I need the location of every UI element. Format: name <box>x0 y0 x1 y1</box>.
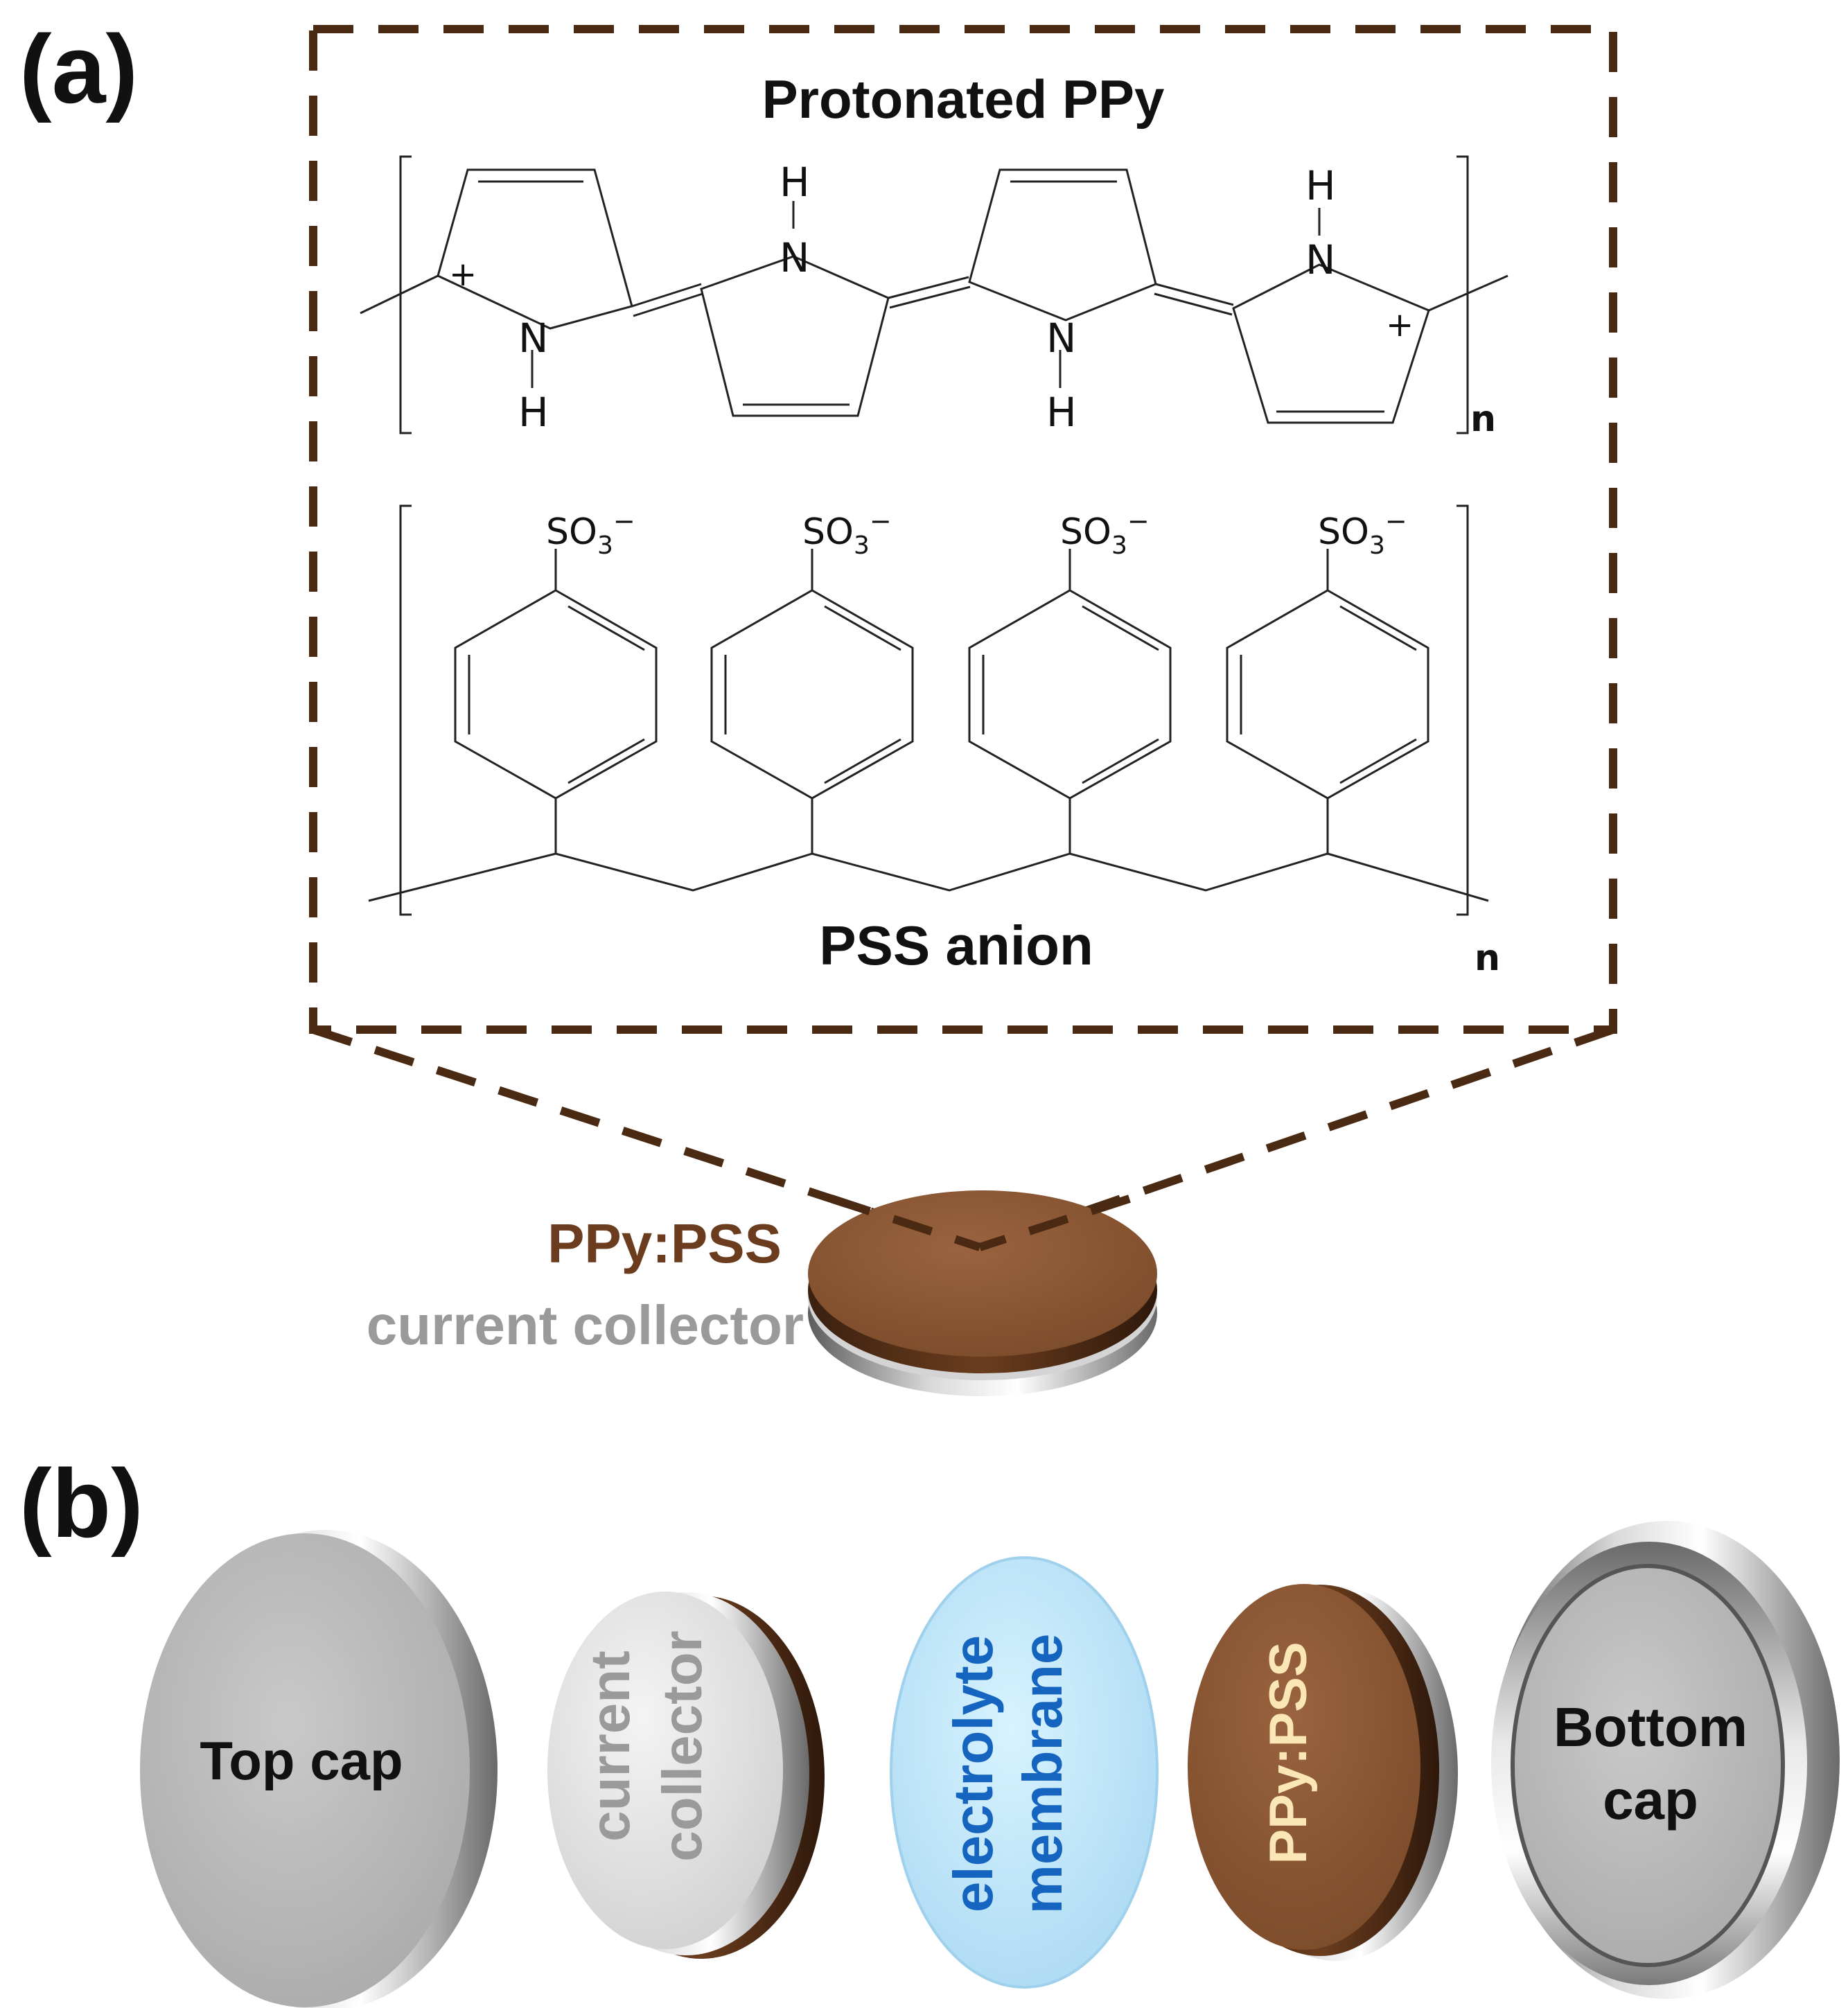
bottom-cap <box>1491 1521 1840 1999</box>
pss-so3-3: SO3− <box>1060 506 1150 560</box>
pss-ring-2 <box>710 549 914 800</box>
pss-so3-labels: SO3− SO3− SO3− SO3− n <box>546 506 1500 979</box>
ppy-h-1: H <box>518 389 549 436</box>
pss-title: PSS anion <box>819 915 1093 976</box>
pss-backbone <box>368 852 1489 902</box>
ppy-n-3: N <box>1046 315 1076 362</box>
ppy-plus-1: + <box>449 255 477 294</box>
ppy-n-2: N <box>780 234 809 281</box>
electrode-collector-label: current collector <box>367 1294 804 1356</box>
collector-face <box>547 1592 783 1949</box>
ppy-bracket-left <box>399 155 412 434</box>
collector-label-line2: collector <box>651 1630 713 1861</box>
pss-bracket-right <box>1457 504 1469 916</box>
ppy-pss-face <box>1188 1584 1420 1950</box>
zoom-frame-box <box>309 25 1617 1034</box>
electrode-disc <box>808 1190 1157 1396</box>
ppy-title: Protonated PPy <box>762 69 1165 130</box>
ppy-ring-2 <box>700 255 890 417</box>
collector-label-line1: current <box>579 1650 641 1842</box>
membrane-disc <box>890 1556 1159 1989</box>
pss-ring-4 <box>1226 549 1429 800</box>
ppy-ring-1 <box>437 168 633 330</box>
pss-ring-1 <box>454 549 658 800</box>
pss-so3-1: SO3− <box>546 506 635 560</box>
electrode-ppy-label: PPy:PSS <box>547 1213 782 1274</box>
top-cap-face <box>140 1533 470 2007</box>
pss-so3-2: SO3− <box>802 506 892 560</box>
ppy-pss-label: PPy:PSS <box>1259 1641 1318 1864</box>
disc-ppy-face <box>808 1190 1157 1357</box>
zoom-line-left <box>312 1025 981 1251</box>
pss-ring-3 <box>968 549 1172 800</box>
top-cap-label: Top cap <box>200 1730 403 1791</box>
pss-so3-4: SO3− <box>1318 506 1407 560</box>
ppy-atom-labels: N H + H N N H H N + n <box>449 159 1496 440</box>
ppy-n-4: N <box>1305 236 1335 283</box>
panel-a-label: (a) <box>19 15 138 123</box>
pss-n-subscript: n <box>1475 937 1500 979</box>
ppy-bracket-right <box>1457 155 1469 434</box>
ppy-n-1: N <box>518 315 548 362</box>
ppy-ring-3 <box>968 168 1157 322</box>
membrane-label-line1: electrolyte <box>942 1635 1004 1912</box>
bottom-cap-face <box>1511 1564 1785 1967</box>
pss-structure <box>368 504 1489 916</box>
ppy-h-2: H <box>780 159 810 206</box>
ppy-n-subscript: n <box>1470 398 1496 440</box>
ppy-h-3: H <box>1046 389 1077 436</box>
pss-bracket-left <box>399 504 412 916</box>
panel-b-label: (b) <box>19 1449 143 1558</box>
bottom-cap-label-line2: cap <box>1603 1769 1698 1831</box>
zoom-frame <box>309 25 1617 1251</box>
ppy-h-4: H <box>1305 162 1336 209</box>
membrane-face <box>890 1556 1159 1989</box>
ppy-plus-4: + <box>1386 306 1414 344</box>
membrane-label-line2: membrane <box>1012 1634 1073 1914</box>
top-cap <box>140 1530 498 2008</box>
ppy-structure <box>360 155 1508 434</box>
ppy-pss-disc <box>1188 1584 1458 1961</box>
collector-disc <box>547 1592 825 1959</box>
ppy-ring-4 <box>1232 263 1430 424</box>
bottom-cap-label-line1: Bottom <box>1554 1696 1748 1758</box>
